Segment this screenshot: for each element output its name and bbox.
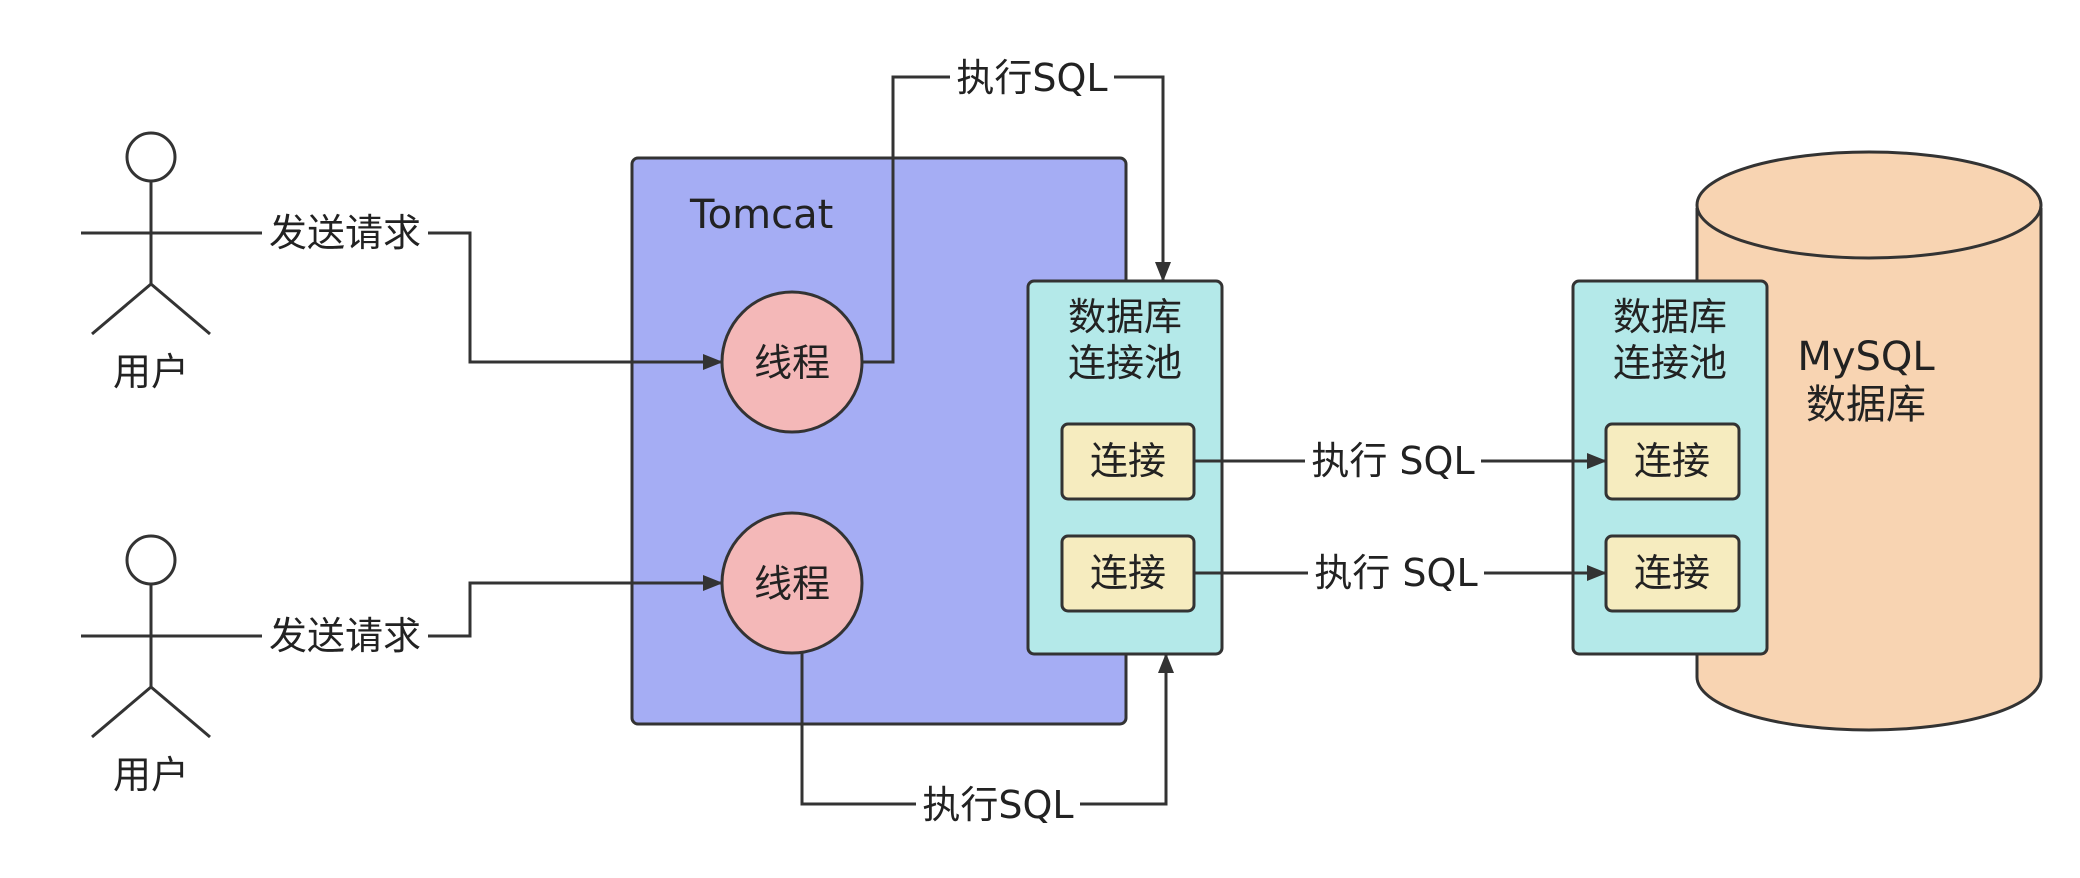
- mysql-cylinder-body: [1695, 208, 2043, 732]
- app-pool-connection-label: 连接: [1090, 551, 1166, 595]
- edge-user2-to-thread2: 发送请求: [221, 575, 723, 659]
- edge-label-execute-sql: 执行SQL: [922, 783, 1073, 827]
- db-pool-label-line2: 连接池: [1613, 341, 1727, 385]
- mysql-label-line2: 数据库: [1806, 382, 1926, 428]
- edge-label-send-request: 发送请求: [269, 614, 421, 658]
- tomcat-label: Tomcat: [689, 192, 833, 238]
- mysql-database: MySQL 数据库: [1695, 150, 2043, 732]
- edge-user1-to-thread1: 发送请求: [221, 208, 723, 370]
- mysql-cylinder-top: [1695, 150, 2043, 260]
- db-connection-pool: 数据库 连接池 连接 连接: [1571, 279, 1769, 656]
- db-pool-connection-label: 连接: [1634, 551, 1710, 595]
- edge-conn2-to-db: 执行 SQL: [1194, 548, 1607, 598]
- edge-label-execute-sql: 执行 SQL: [1311, 439, 1474, 483]
- edge-conn1-to-db: 执行 SQL: [1194, 436, 1607, 486]
- app-pool-label-line1: 数据库: [1068, 295, 1182, 339]
- db-pool-label-line1: 数据库: [1613, 295, 1727, 339]
- user-label: 用户: [113, 350, 189, 394]
- user-actor-icon: [81, 131, 221, 336]
- edge-label-execute-sql: 执行 SQL: [1314, 551, 1477, 595]
- edge-label-execute-sql: 执行SQL: [956, 56, 1107, 100]
- thread-1: 线程: [720, 290, 864, 434]
- user-2: 用户: [81, 534, 221, 797]
- app-connection-pool: 数据库 连接池 连接 连接: [1026, 279, 1224, 656]
- mysql-label-line1: MySQL: [1797, 334, 1935, 380]
- app-pool-label-line2: 连接池: [1068, 341, 1182, 385]
- user-label: 用户: [113, 753, 189, 797]
- thread-2: 线程: [720, 511, 864, 655]
- db-pool-connection-label: 连接: [1634, 439, 1710, 483]
- app-pool-connection-label: 连接: [1090, 439, 1166, 483]
- user-actor-icon: [81, 534, 221, 739]
- edge-label-send-request: 发送请求: [269, 211, 421, 255]
- edge-thread1-to-pool: 执行SQL: [862, 52, 1171, 364]
- thread-label: 线程: [754, 341, 830, 385]
- edge-thread2-to-pool: 执行SQL: [800, 653, 1174, 829]
- user-1: 用户: [81, 131, 221, 394]
- thread-label: 线程: [754, 562, 830, 606]
